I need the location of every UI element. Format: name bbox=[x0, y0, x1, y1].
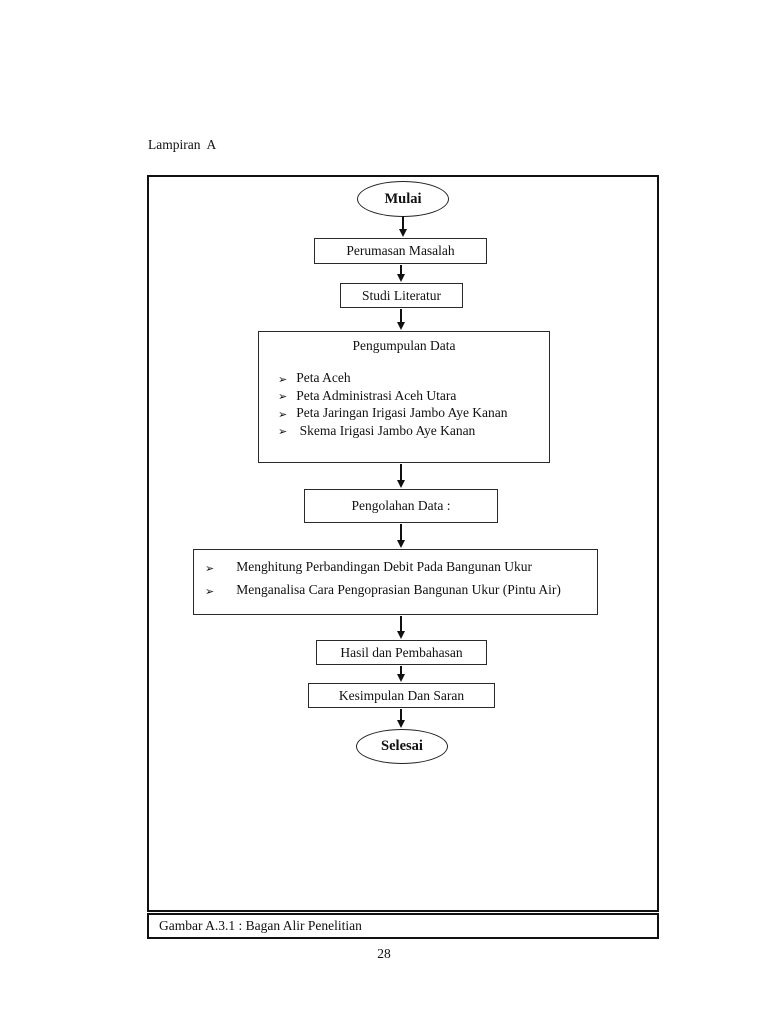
results-label: Hasil dan Pembahasan bbox=[340, 644, 463, 660]
list-item: ➢ Peta Jaringan Irigasi Jambo Aye Kanan bbox=[278, 404, 549, 422]
figure-caption: Gambar A.3.1 : Bagan Alir Penelitian bbox=[159, 918, 362, 933]
list-item-label: Peta Administrasi Aceh Utara bbox=[296, 387, 457, 403]
literature-study-label: Studi Literatur bbox=[361, 287, 442, 303]
arrowhead-bullet-icon: ➢ bbox=[278, 407, 288, 421]
process-box-problem-formulation: Perumasan Masalah bbox=[314, 238, 487, 264]
list-item: ➢ Skema Irigasi Jambo Aye Kanan bbox=[278, 422, 549, 440]
arrowhead-bullet-icon: ➢ bbox=[205, 584, 215, 598]
list-item: ➢ Peta Administrasi Aceh Utara bbox=[278, 387, 549, 405]
arrowhead-bullet-icon: ➢ bbox=[278, 390, 288, 403]
process-box-literature-study: Studi Literatur bbox=[340, 283, 463, 308]
appendix-heading: Lampiran A bbox=[148, 137, 217, 152]
arrow-down-icon bbox=[396, 524, 406, 548]
arrowhead-bullet-icon: ➢ bbox=[278, 372, 288, 386]
end-terminator: Selesai bbox=[356, 729, 448, 764]
list-item-label: Menghitung Perbandingan Debit Pada Bangu… bbox=[236, 559, 533, 574]
arrow-down-icon bbox=[396, 309, 406, 330]
list-item-label: Skema Irigasi Jambo Aye Kanan bbox=[296, 422, 476, 438]
data-collection-title: Pengumpulan Data bbox=[352, 338, 456, 353]
process-box-results: Hasil dan Pembahasan bbox=[316, 640, 487, 665]
arrowhead-bullet-icon: ➢ bbox=[278, 425, 288, 438]
process-box-conclusion: Kesimpulan Dan Saran bbox=[308, 683, 495, 708]
end-label: Selesai bbox=[381, 738, 423, 754]
start-label: Mulai bbox=[384, 190, 422, 207]
process-box-analysis: ➢ Menghitung Perbandingan Debit Pada Ban… bbox=[193, 549, 598, 615]
arrowhead-bullet-icon: ➢ bbox=[205, 561, 215, 575]
arrow-down-icon bbox=[396, 709, 406, 728]
arrow-down-icon bbox=[396, 265, 406, 282]
arrow-down-icon bbox=[396, 464, 406, 488]
conclusion-label: Kesimpulan Dan Saran bbox=[338, 687, 465, 703]
list-item-label: Menganalisa Cara Pengoprasian Bangunan U… bbox=[236, 582, 561, 597]
arrow-down-icon bbox=[396, 666, 406, 682]
process-box-data-processing: Pengolahan Data : bbox=[304, 489, 498, 523]
list-item-label: Peta Aceh bbox=[296, 370, 351, 385]
process-box-data-collection: Pengumpulan Data ➢ Peta Aceh ➢ Peta Admi… bbox=[258, 331, 550, 463]
page-number: 28 bbox=[377, 946, 391, 961]
arrow-down-icon bbox=[398, 216, 408, 237]
list-item: ➢ Menganalisa Cara Pengoprasian Bangunan… bbox=[205, 578, 597, 601]
figure-caption-box: Gambar A.3.1 : Bagan Alir Penelitian bbox=[147, 913, 659, 939]
data-processing-label: Pengolahan Data : bbox=[351, 498, 451, 513]
data-collection-list: ➢ Peta Aceh ➢ Peta Administrasi Aceh Uta… bbox=[259, 369, 549, 439]
start-terminator: Mulai bbox=[357, 181, 449, 217]
list-item: ➢ Menghitung Perbandingan Debit Pada Ban… bbox=[205, 555, 597, 578]
arrow-down-icon bbox=[396, 616, 406, 639]
list-item: ➢ Peta Aceh bbox=[278, 369, 549, 387]
list-item-label: Peta Jaringan Irigasi Jambo Aye Kanan bbox=[296, 405, 508, 420]
analysis-list: ➢ Menghitung Perbandingan Debit Pada Ban… bbox=[194, 555, 597, 601]
problem-formulation-label: Perumasan Masalah bbox=[346, 243, 455, 258]
